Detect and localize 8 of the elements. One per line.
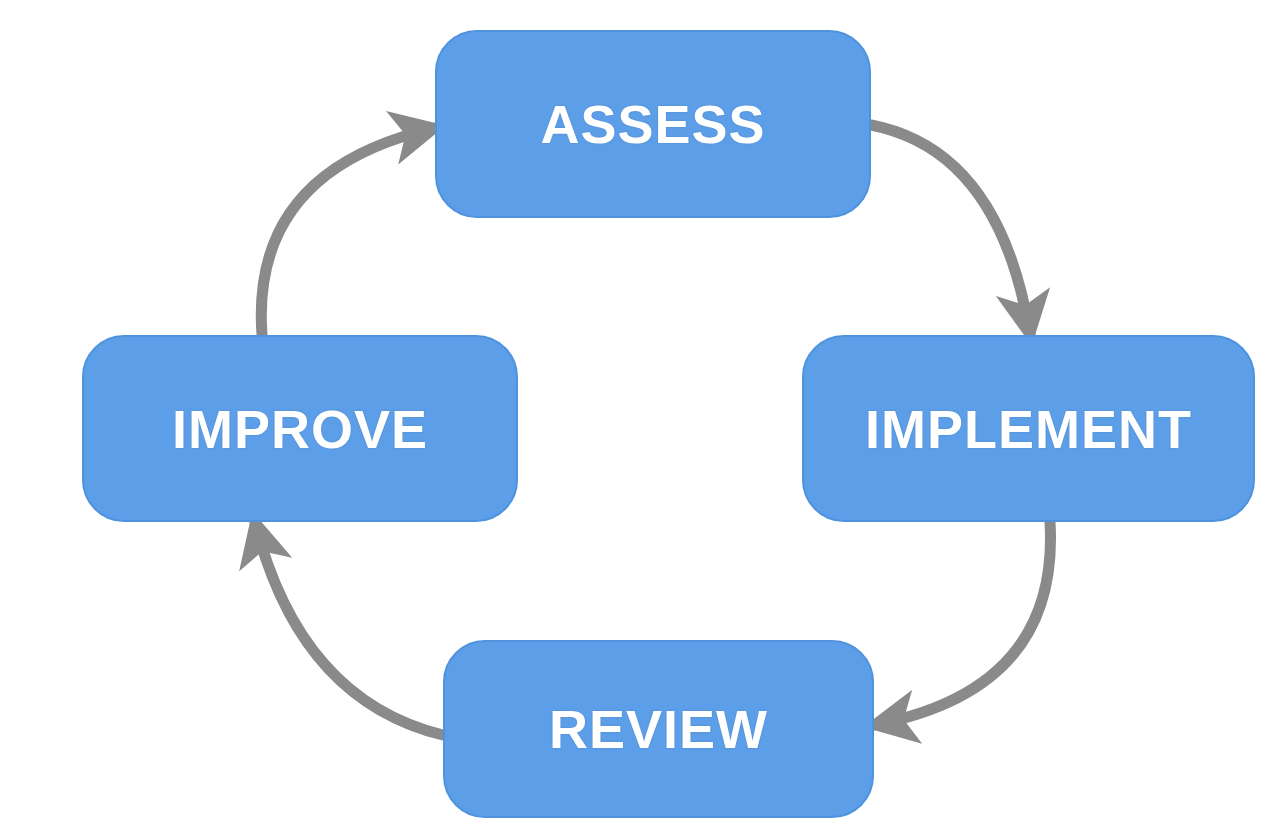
process-box xyxy=(443,640,874,818)
step-label: REVIEW xyxy=(549,698,768,760)
process-box xyxy=(82,335,518,522)
step-label: IMPROVE xyxy=(171,397,428,460)
process-box xyxy=(435,30,871,218)
process-box xyxy=(802,335,1255,522)
step-label: ASSESS xyxy=(540,93,766,155)
step-label: IMPLEMENT xyxy=(865,397,1192,460)
